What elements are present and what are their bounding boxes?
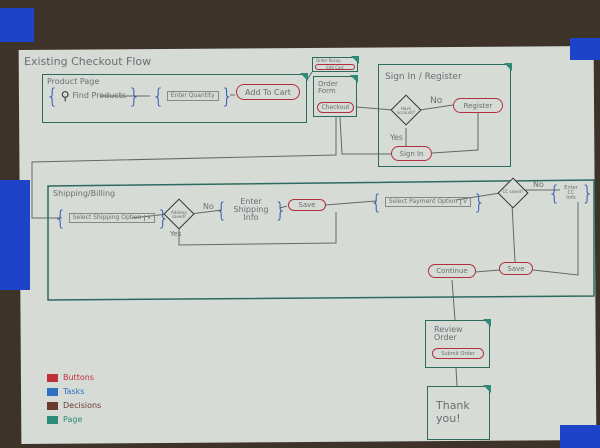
page-label: Review Order: [434, 325, 463, 342]
no-label: No: [430, 96, 443, 106]
legend-buttons: Buttons: [47, 373, 94, 382]
sign-in-button: Sign In: [391, 146, 432, 161]
review-order-page: Review Order Submit Order: [425, 319, 491, 368]
continue-button: Continue: [428, 264, 476, 278]
search-icon: ⚲: [60, 89, 70, 103]
decision-label: Have account?: [396, 106, 416, 115]
add-to-cart-button: Add To Cart: [236, 84, 300, 100]
task-label: Find Products: [72, 91, 127, 100]
chevron-down-icon: v: [144, 215, 151, 221]
tape: [570, 38, 600, 60]
save-shipping-button: Save: [288, 199, 326, 211]
quantity-task: Enter Quantity: [152, 84, 233, 108]
tape: [0, 8, 34, 42]
checkout-button: Checkout: [317, 102, 354, 113]
legend-tasks: Tasks: [47, 387, 84, 396]
quantity-field: Enter Quantity: [166, 91, 219, 101]
no-label: No: [203, 202, 214, 211]
product-page: Product Page: [42, 73, 308, 123]
chevron-down-icon: v: [460, 199, 467, 205]
legend-decisions: Decisions: [47, 401, 101, 410]
yes-label: Yes: [390, 133, 403, 142]
enter-shipping-task: Enter Shipping Info: [215, 198, 287, 222]
save-payment-button: Save: [499, 262, 533, 275]
register-button: Register: [453, 98, 503, 113]
decision-label: Address saved?: [171, 210, 187, 219]
page-label: Order Form: [318, 80, 338, 95]
tape: [560, 425, 600, 448]
page-label: Product Page: [47, 77, 100, 86]
order-form-page: Order Form Checkout: [313, 75, 358, 117]
tape: [0, 180, 30, 290]
order-recap-page: Order Recap Edit Cart: [312, 56, 359, 72]
find-products-task: ⚲Find Products: [46, 84, 141, 108]
thank-you-page: Thank you!: [427, 385, 491, 440]
legend-page: Page: [47, 415, 82, 424]
page-label: Order Recap: [316, 58, 341, 63]
no-label: No: [533, 180, 544, 189]
shipping-billing-label: Shipping/Billing: [53, 189, 116, 198]
sign-in-page: Sign In / Register: [378, 63, 512, 167]
submit-order-button: Submit Order: [432, 348, 484, 359]
page-label: Sign In / Register: [385, 72, 462, 82]
decision-label: CC saved?: [502, 189, 524, 194]
edit-cart-button: Edit Cart: [315, 64, 355, 70]
yes-label: Yes: [170, 230, 182, 238]
enter-cc-task: Enter CC Info: [548, 182, 594, 204]
diagram-title: Existing Checkout Flow: [24, 55, 152, 68]
page-label: Thank you!: [436, 399, 470, 426]
